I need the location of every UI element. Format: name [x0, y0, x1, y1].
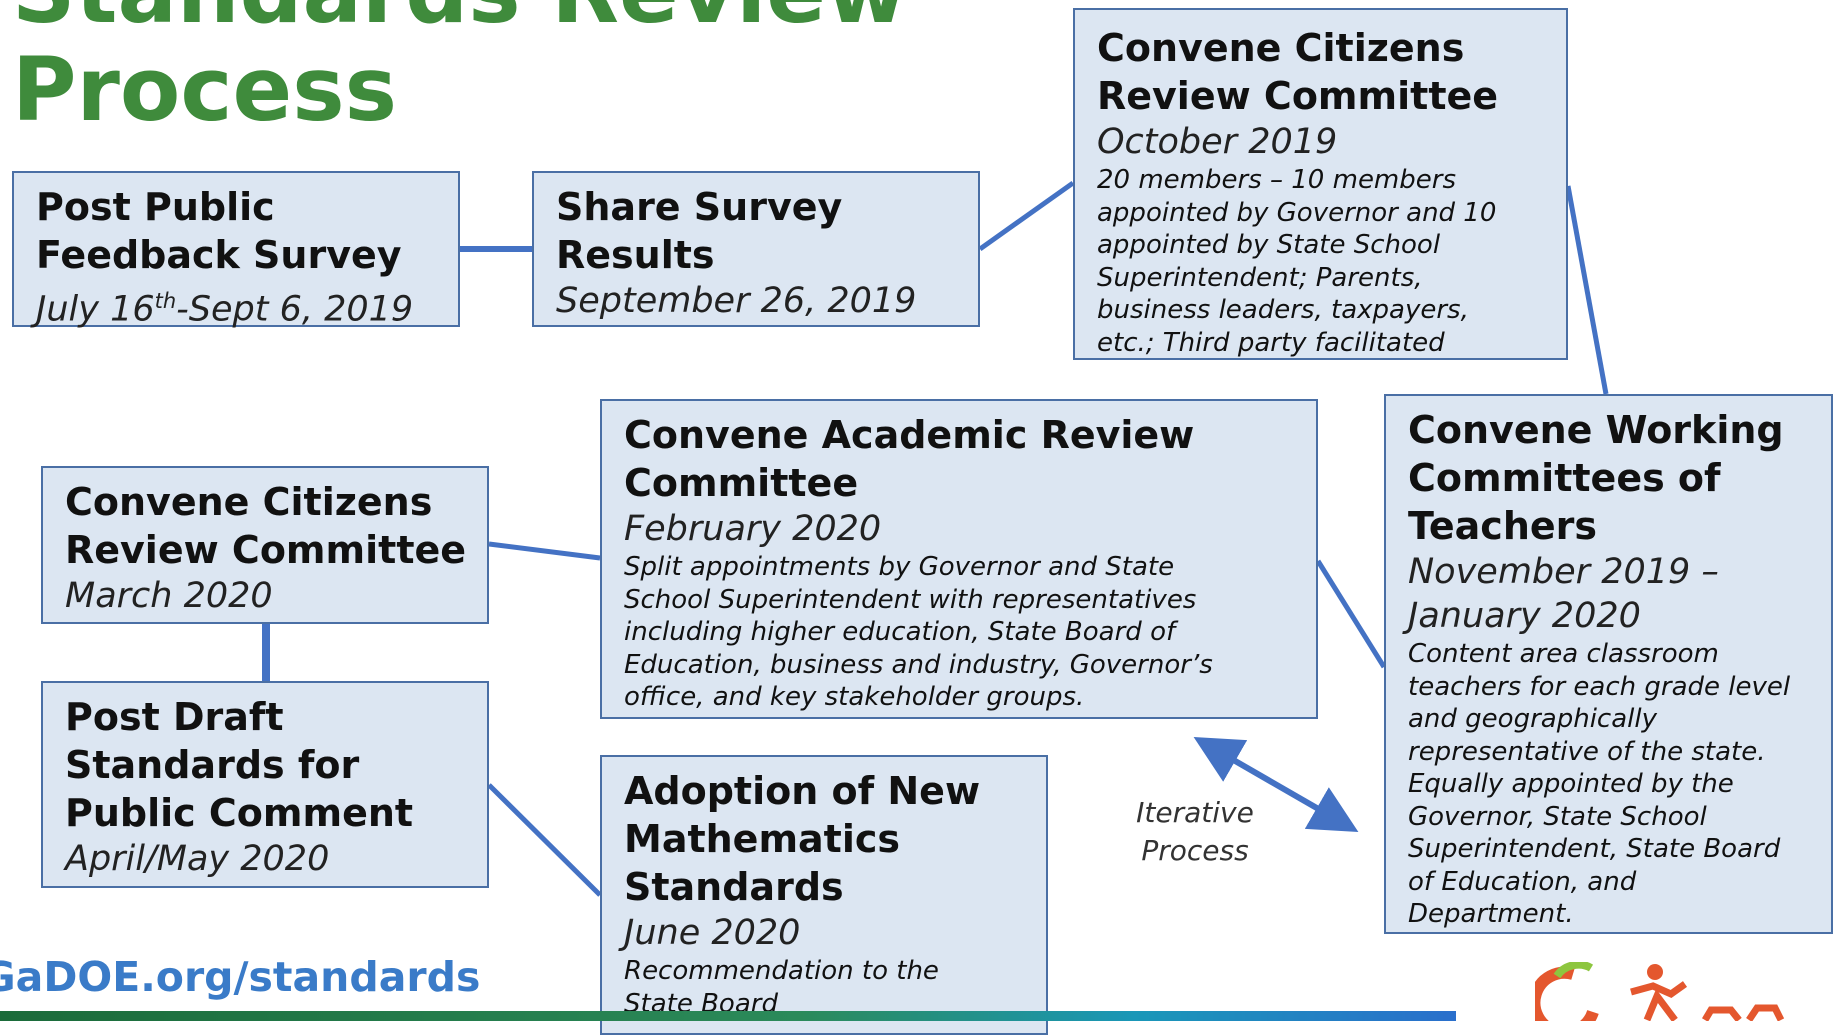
step-heading: Post Public — [36, 185, 275, 229]
step-share-survey-results: Share Survey Results September 26, 2019 — [532, 171, 980, 327]
connector-academic-crc2 — [488, 541, 601, 561]
step-heading: Results — [556, 233, 715, 277]
step-adoption-of-standards: Adoption of New Mathematics Standards Ju… — [600, 755, 1048, 1035]
step-description: Education, business and industry, Govern… — [624, 649, 1213, 680]
step-description: of Education, and — [1408, 866, 1637, 897]
step-heading: Committees of — [1408, 456, 1721, 500]
step-heading: Convene Citizens — [1097, 26, 1465, 70]
step-date: July 16th-Sept 6, 2019 — [36, 289, 414, 330]
step-heading: Standards — [624, 865, 844, 909]
step-post-public-feedback-survey: Post Public Feedback Survey July 16th-Se… — [12, 171, 460, 330]
step-description: Superintendent, State Board — [1408, 834, 1781, 864]
page-title-line2: Process — [12, 38, 397, 141]
step-date: October 2019 — [1097, 122, 1338, 162]
footer-url-link[interactable]: GaDOE.org/standards — [0, 953, 481, 1001]
connector-crc1-working — [1565, 185, 1609, 395]
step-heading: Feedback Survey — [36, 233, 402, 277]
step-date: September 26, 2019 — [556, 281, 917, 321]
step-date: November 2019 – — [1408, 552, 1719, 592]
step-heading: Standards for — [65, 743, 360, 787]
connector-draft-adoption — [487, 783, 602, 897]
step-heading: Public Comment — [65, 791, 414, 835]
step-description: business leaders, taxpayers, — [1097, 295, 1469, 325]
step-heading: Review Committee — [1097, 74, 1499, 118]
step-heading: Mathematics — [624, 817, 901, 861]
step-description: representative of the state. — [1408, 736, 1766, 767]
step-date: January 2020 — [1408, 596, 1641, 636]
step-description: Content area classroom — [1408, 639, 1719, 669]
step-date: April/May 2020 — [65, 839, 330, 879]
step-heading: Teachers — [1408, 504, 1597, 548]
step-description: Department. — [1408, 899, 1574, 929]
step-heading: Share Survey — [556, 185, 843, 229]
iterative-process-label: Process — [1141, 834, 1249, 867]
step-description: 20 members – 10 members — [1097, 165, 1456, 195]
step-description: Superintendent; Parents, — [1097, 262, 1423, 293]
step-description: School Superintendent with representativ… — [624, 584, 1197, 615]
step-description: teachers for each grade level — [1408, 671, 1791, 702]
step-citizens-review-committee-march: Convene Citizens Review Committee March … — [41, 466, 489, 624]
step-post-draft-standards: Post Draft Standards for Public Comment … — [41, 681, 489, 888]
step-citizens-review-committee-october: Convene Citizens Review Committee Octobe… — [1073, 8, 1568, 360]
step-working-committees-of-teachers: Convene Working Committees of Teachers N… — [1384, 394, 1833, 934]
step-description: office, and key stakeholder groups. — [624, 682, 1085, 712]
step-description: and geographically — [1408, 704, 1657, 734]
connector-working-academic — [1315, 559, 1387, 669]
step-heading: Committee — [624, 461, 859, 505]
footer-color-bar — [0, 1011, 1456, 1021]
step-description: Split appointments by Governor and State — [624, 552, 1175, 582]
step-heading: Post Draft — [65, 695, 284, 739]
step-description: Governor, State School — [1408, 801, 1707, 832]
step-description: appointed by Governor and 10 — [1097, 197, 1497, 228]
step-heading: Convene Working — [1408, 408, 1784, 452]
step-description: etc.; Third party facilitated — [1097, 327, 1445, 358]
step-description: including higher education, State Board … — [624, 617, 1176, 647]
step-heading: Adoption of New — [624, 769, 981, 813]
step-description: appointed by State School — [1097, 230, 1441, 260]
iterative-process-label: Iterative — [1136, 796, 1254, 829]
step-description: Recommendation to the — [624, 956, 939, 986]
step-description: Equally appointed by the — [1408, 769, 1734, 799]
gadoe-logo-icon — [1535, 962, 1785, 1021]
step-heading: Review Committee — [65, 528, 467, 572]
step-date: June 2020 — [624, 913, 801, 953]
iterative-arrow — [1193, 737, 1359, 832]
step-academic-review-committee: Convene Academic Review Committee Februa… — [600, 399, 1318, 719]
step-heading: Convene Citizens — [65, 480, 433, 524]
connector-results-crc1 — [978, 180, 1075, 252]
step-date: February 2020 — [624, 509, 882, 549]
page-title: Standards Review — [12, 0, 907, 36]
step-date: March 2020 — [65, 576, 273, 616]
step-heading: Convene Academic Review — [624, 413, 1195, 457]
